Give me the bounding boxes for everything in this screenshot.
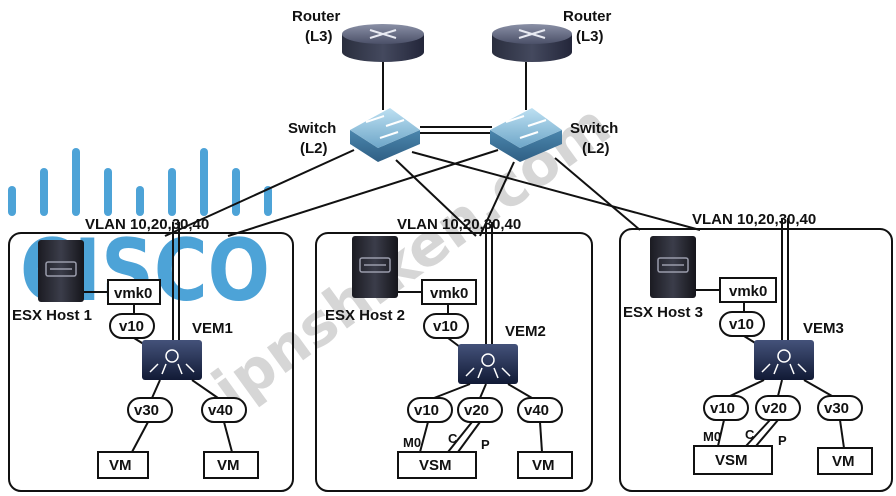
host-2-vmk-vlan [423, 313, 469, 339]
host-3-vsm-port-c: C [745, 427, 755, 442]
router-2-name: Router [563, 8, 611, 25]
host-1-vmk-label: vmk0 [114, 285, 152, 302]
host-1-name: ESX Host 1 [12, 307, 92, 324]
host-2-vmk-vlan-label: v10 [433, 318, 458, 335]
switch-arrows-icon [365, 115, 405, 139]
host-2-vmk-port [421, 279, 477, 305]
host-3-vsm-label: VSM [715, 452, 748, 469]
host-3-vm-label: VM [832, 453, 855, 470]
host-3-name: ESX Host 3 [623, 304, 703, 321]
host-2-vlan-port-label: v10 [414, 402, 439, 419]
switch-1 [350, 108, 420, 162]
host-2-vlan-port-label: v20 [464, 402, 489, 419]
host-1-vm-label: VM [217, 457, 240, 474]
vem-1-label: VEM1 [192, 320, 233, 337]
host-1-vm [97, 451, 149, 479]
host-2-vlan-port [407, 397, 453, 423]
switch-1-name: Switch [288, 120, 336, 137]
host-3-vsm [693, 445, 773, 475]
esx-host-3-box [619, 228, 893, 492]
host-2-vsm-port-p: P [481, 437, 490, 452]
server-icon [38, 240, 84, 302]
host-2-vm-label: VM [532, 457, 555, 474]
vem-3-label: VEM3 [803, 320, 844, 337]
host-2-vm [517, 451, 573, 479]
host-1-vmk-vlan-label: v10 [119, 318, 144, 335]
host-3-vmk-label: vmk0 [729, 283, 767, 300]
host-3-vlan-port-label: v10 [710, 400, 735, 417]
host-1-vlan-port-label: v40 [208, 402, 233, 419]
network-links [164, 62, 701, 237]
switch-2 [490, 108, 562, 162]
router-1 [342, 24, 424, 62]
host-3-vsm-port-m0: M0 [703, 429, 721, 444]
host-2-vsm-port-m0: M0 [403, 435, 421, 450]
router-2 [492, 24, 572, 62]
esx-host-1: VLAN 10,20,30,40 ESX Host 1 vmk0 v10 VEM… [12, 216, 259, 479]
host-1-vlan-port-label: v30 [134, 402, 159, 419]
host-1-vm-label: VM [109, 457, 132, 474]
server-icon [650, 236, 696, 298]
host-2-vsm [397, 451, 477, 479]
host-2-vsm-label: VSM [419, 457, 452, 474]
switch-1-layer: (L2) [300, 140, 328, 157]
host-1-vlan-port [127, 397, 173, 423]
router-arrows-icon [369, 29, 397, 39]
vem-3-icon [754, 340, 814, 380]
switch-arrows-icon [505, 115, 547, 139]
host-3-vmk-vlan-label: v10 [729, 316, 754, 333]
host-2-vmk-label: vmk0 [430, 285, 468, 302]
host-1-vlan-label: VLAN 10,20,30,40 [85, 216, 209, 233]
vem-1-icon [142, 340, 202, 380]
router-1-layer: (L3) [305, 28, 333, 45]
router-1-name: Router [292, 8, 340, 25]
esx-host-3: VLAN 10,20,30,40 ESX Host 3 vmk0 v10 VEM… [623, 211, 873, 475]
host-3-vlan-port-label: v30 [824, 400, 849, 417]
host-3-vsm-port-p: P [778, 433, 787, 448]
host-1-vm [203, 451, 259, 479]
host-2-vlan-label: VLAN 10,20,30,40 [397, 216, 521, 233]
switch-2-layer: (L2) [582, 140, 610, 157]
esx-host-1-box [8, 232, 294, 492]
host-3-vm [817, 447, 873, 475]
esx-host-2-box [315, 232, 593, 492]
server-icon [352, 236, 398, 298]
host-1-vmk-vlan [109, 313, 155, 339]
router-2-layer: (L3) [576, 28, 604, 45]
host-2-vlan-port-label: v40 [524, 402, 549, 419]
host-2-name: ESX Host 2 [325, 307, 405, 324]
host-1-vmk-port [107, 279, 161, 305]
host-3-vlan-label: VLAN 10,20,30,40 [692, 211, 816, 228]
vem-2-icon [458, 344, 518, 384]
host-2-vsm-port-c: C [448, 431, 458, 446]
host-3-vmk-vlan [719, 311, 765, 337]
router-arrows-icon [518, 29, 546, 39]
vem-2-label: VEM2 [505, 323, 546, 340]
host-3-vlan-port-label: v20 [762, 400, 787, 417]
esx-host-2: VLAN 10,20,30,40 ESX Host 2 vmk0 v10 VEM… [325, 216, 573, 479]
host-3-vlan-port [703, 395, 749, 421]
switch-2-name: Switch [570, 120, 618, 137]
host-3-vmk-port [719, 277, 777, 303]
